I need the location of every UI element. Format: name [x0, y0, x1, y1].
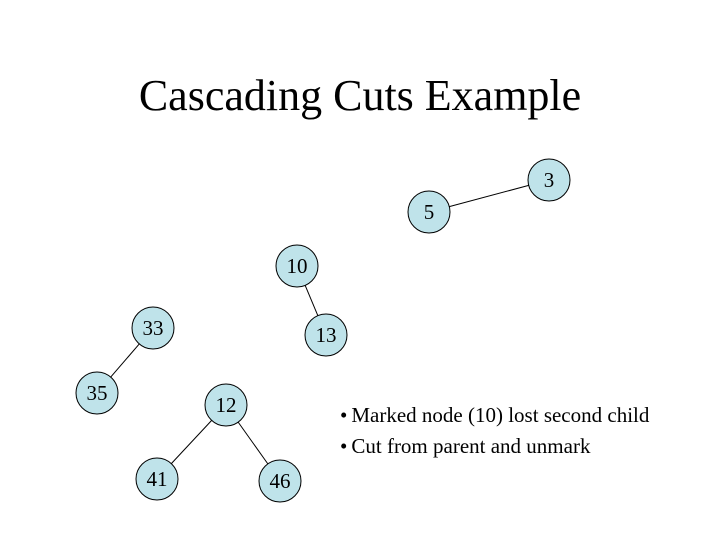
tree-node-33: 33 [131, 306, 175, 350]
tree-node-3: 3 [527, 158, 571, 202]
node-circle [258, 459, 302, 503]
node-circle [407, 190, 451, 234]
node-label: 3 [544, 168, 555, 192]
node-circle [204, 383, 248, 427]
node-label: 10 [287, 254, 308, 278]
node-circle [275, 244, 319, 288]
node-label: 41 [147, 467, 168, 491]
node-circle [131, 306, 175, 350]
tree-node-41: 41 [135, 457, 179, 501]
node-circle [304, 313, 348, 357]
node-circle [75, 371, 119, 415]
tree-edge [170, 420, 213, 464]
edges-layer [110, 184, 529, 465]
node-label: 5 [424, 200, 435, 224]
tree-edge [304, 285, 319, 316]
node-label: 13 [316, 323, 337, 347]
tree-node-10: 10 [275, 244, 319, 288]
node-label: 12 [216, 393, 237, 417]
tree-node-13: 13 [304, 313, 348, 357]
notes-list: Marked node (10) lost second child Cut f… [340, 400, 710, 462]
slide-title: Cascading Cuts Example [138, 71, 582, 120]
node-label: 33 [143, 316, 164, 340]
tree-node-5: 5 [407, 190, 451, 234]
tree-node-35: 35 [75, 371, 119, 415]
tree-edge [110, 343, 140, 378]
node-circle [527, 158, 571, 202]
node-label: 35 [87, 381, 108, 405]
node-circle [135, 457, 179, 501]
tree-edge [237, 421, 269, 465]
note-item: Cut from parent and unmark [340, 431, 710, 462]
tree-node-12: 12 [204, 383, 248, 427]
node-label: 46 [270, 469, 291, 493]
tree-edge [449, 184, 529, 208]
tree-node-46: 46 [258, 459, 302, 503]
note-item: Marked node (10) lost second child [340, 400, 710, 431]
